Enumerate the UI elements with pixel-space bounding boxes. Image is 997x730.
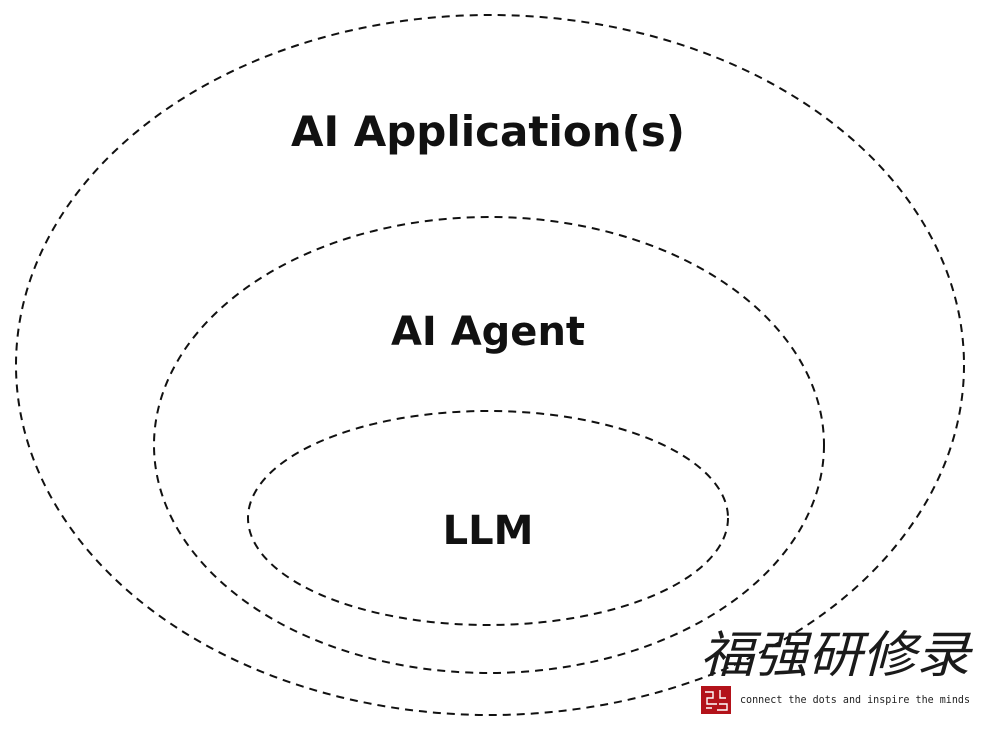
logo-tagline: connect the dots and inspire the minds — [740, 694, 970, 706]
logo-title: 福强研修录 — [700, 626, 973, 684]
ellipse-llm — [247, 410, 729, 626]
ellipse-ai-agent — [153, 216, 825, 674]
label-ai-agent: AI Agent — [391, 309, 585, 355]
label-llm: LLM — [443, 508, 534, 554]
red-seal-icon — [701, 686, 731, 714]
ellipse-ai-application — [15, 14, 965, 716]
label-ai-application: AI Application(s) — [291, 107, 685, 156]
watermark-logo: 福强研修录 connect the dots and inspire the m… — [700, 626, 973, 714]
